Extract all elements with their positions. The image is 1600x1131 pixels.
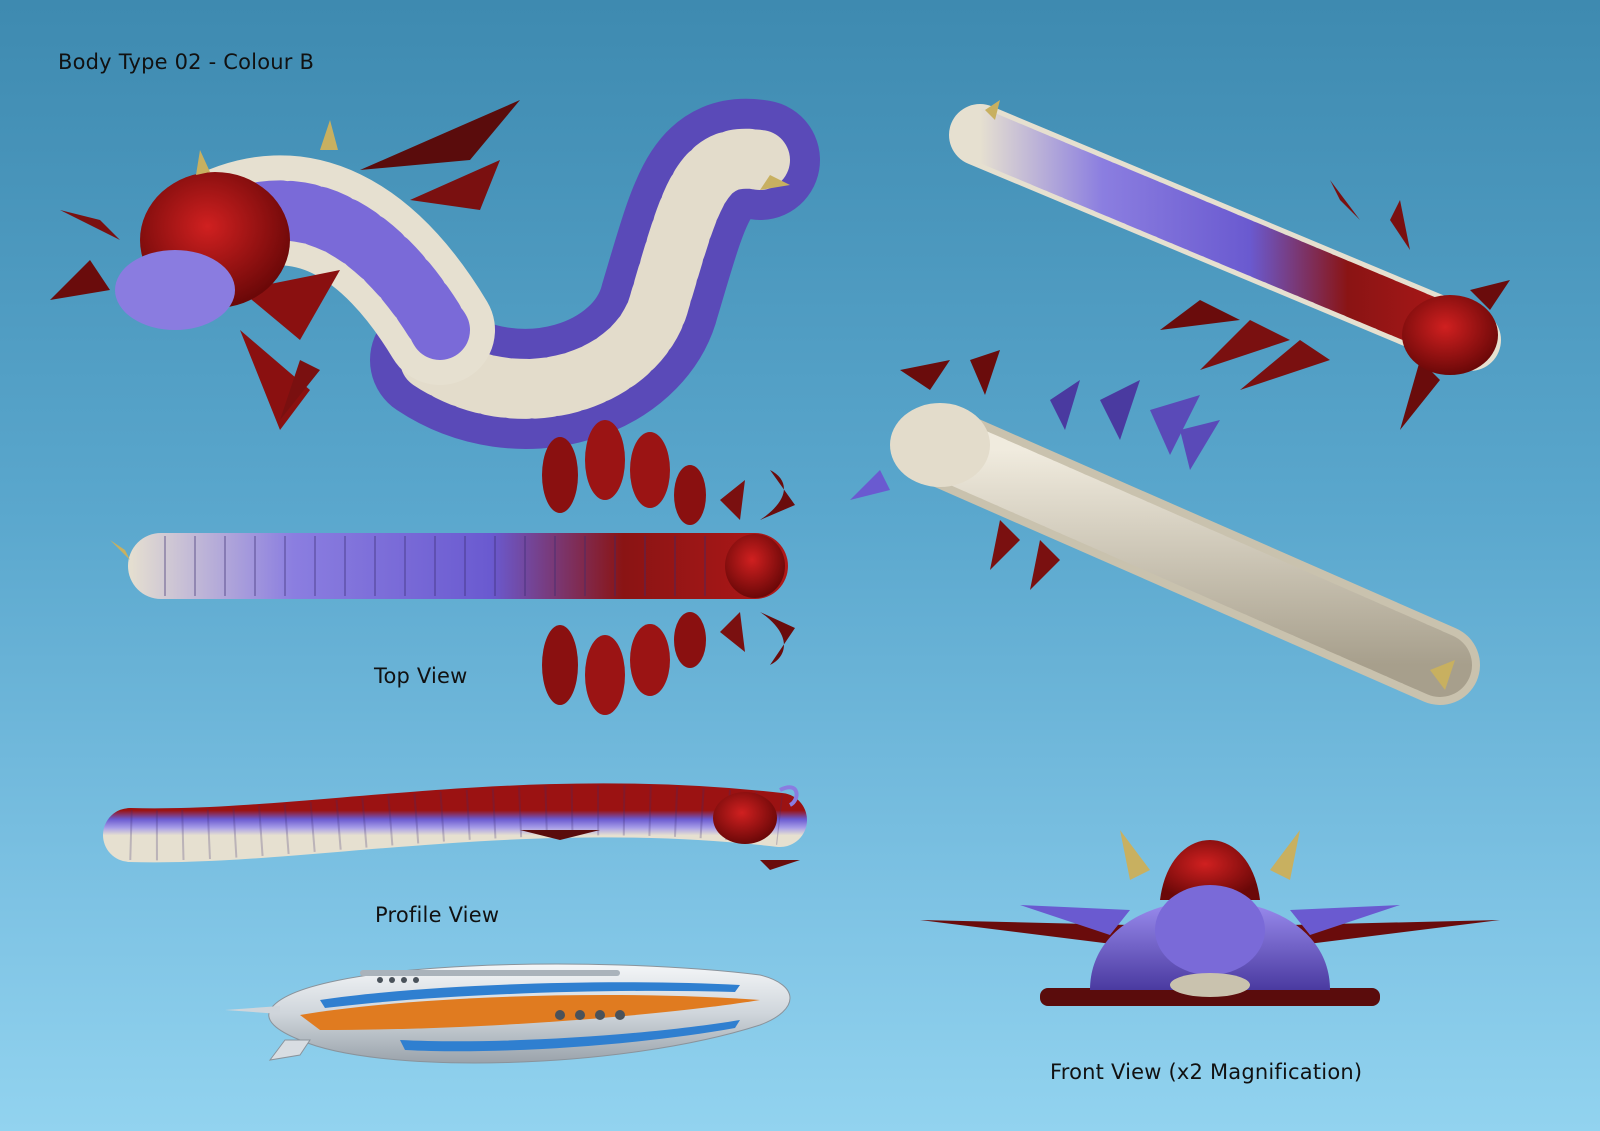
submarine-illustration xyxy=(225,963,791,1064)
top-view-label: Top View xyxy=(374,664,468,688)
underside-creature-illustration xyxy=(850,350,1480,705)
coiled-creature-illustration xyxy=(50,98,820,449)
top-view-creature-illustration xyxy=(110,420,795,715)
diagonal-creature-illustration xyxy=(949,100,1510,470)
front-view-creature-illustration xyxy=(920,830,1500,1006)
profile-view-label: Profile View xyxy=(375,903,500,927)
profile-view-creature-illustration xyxy=(103,783,807,870)
front-view-label: Front View (x2 Magnification) xyxy=(1050,1060,1363,1084)
sheet-title: Body Type 02 - Colour B xyxy=(58,50,315,74)
